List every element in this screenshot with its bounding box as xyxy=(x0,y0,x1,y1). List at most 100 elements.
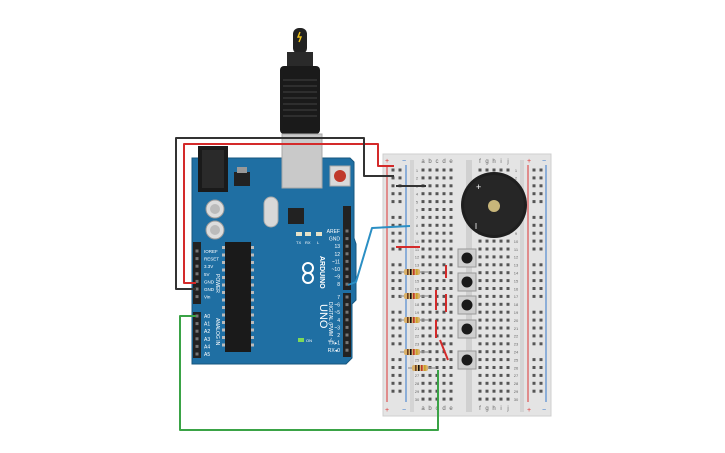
row-number-right: 15 xyxy=(514,278,519,283)
column-label: j xyxy=(506,159,508,165)
rail-plus-label-bottom: + xyxy=(385,407,389,414)
row-number-right: 22 xyxy=(514,334,519,339)
row-number: 28 xyxy=(415,381,420,386)
power-pin-label: GND xyxy=(204,287,215,292)
column-label: c xyxy=(436,159,439,165)
row-number: 21 xyxy=(415,326,420,331)
row-number: 1 xyxy=(416,168,419,173)
rail-plus-label-bottom-right: + xyxy=(527,407,531,414)
row-number-right: 18 xyxy=(514,302,519,307)
row-number-right: 11 xyxy=(514,247,519,252)
arduino-model: UNO xyxy=(317,304,329,329)
row-number-right: 10 xyxy=(514,239,519,244)
row-number: 10 xyxy=(415,239,420,244)
row-number: 11 xyxy=(415,247,420,252)
wire-analog-a0 xyxy=(179,315,439,431)
on-led xyxy=(298,338,304,342)
row-number: 6 xyxy=(416,207,419,212)
wire-gnd xyxy=(175,137,394,290)
power-pin-label: RESET xyxy=(204,257,219,262)
row-number: 9 xyxy=(416,231,419,236)
usb-cable xyxy=(280,28,320,134)
analog-pin-label: A1 xyxy=(204,322,210,328)
column-label-bottom: b xyxy=(428,406,432,412)
atmega-chip xyxy=(225,242,251,352)
row-number: 25 xyxy=(415,357,420,362)
digital-pin-label: 12 xyxy=(334,252,340,258)
power-header-title: POWER xyxy=(214,274,220,293)
push-button[interactable] xyxy=(457,295,477,315)
digital-pin-label: ~6 xyxy=(334,303,340,309)
row-number-right: 17 xyxy=(514,294,519,299)
on-label: ON xyxy=(306,338,312,343)
column-label: g xyxy=(485,159,488,165)
usb-socket xyxy=(281,133,323,189)
arduino-brand: ARDUINO xyxy=(318,256,325,289)
row-number: 23 xyxy=(415,342,420,347)
push-button[interactable] xyxy=(457,319,477,339)
digital-pin-label: 4 xyxy=(337,318,340,324)
column-label: h xyxy=(492,159,495,165)
analog-pin-label: A3 xyxy=(204,337,210,343)
row-number: 27 xyxy=(415,373,420,378)
digital-header-title: DIGITAL (PWM ~) xyxy=(327,302,333,342)
row-number-right: 9 xyxy=(515,231,518,236)
usb-plug xyxy=(280,66,320,134)
row-number-right: 16 xyxy=(514,286,519,291)
resistor xyxy=(400,293,428,299)
row-number: 13 xyxy=(415,263,420,268)
column-label-bottom: d xyxy=(442,406,445,412)
row-number: 30 xyxy=(415,397,420,402)
row-number-right: 20 xyxy=(514,318,519,323)
row-number-right: 29 xyxy=(514,389,519,394)
power-pin-label: 3.3V xyxy=(204,264,213,269)
column-label: i xyxy=(500,159,501,165)
wires xyxy=(175,137,439,431)
row-number-right: 14 xyxy=(514,271,519,276)
column-label: b xyxy=(428,159,432,165)
row-number: 16 xyxy=(415,286,420,291)
rail-minus-label: − xyxy=(402,158,406,165)
column-label-bottom: i xyxy=(500,406,501,412)
resistors xyxy=(400,269,436,371)
analog-pin-label: A2 xyxy=(204,329,210,335)
row-number: 15 xyxy=(415,278,420,283)
usb-controller-chip xyxy=(288,208,304,224)
digital-pin-label: 13 xyxy=(334,244,340,250)
resistor xyxy=(400,317,428,323)
column-label-bottom: f xyxy=(479,406,481,412)
power-pin-label: GND xyxy=(204,279,215,284)
digital-pin-label: 8 xyxy=(337,282,340,288)
crystal-oscillator xyxy=(263,196,279,228)
wire-signal-pin8 xyxy=(347,225,411,286)
row-number-right: 12 xyxy=(514,255,519,260)
piezo-buzzer: + xyxy=(461,172,527,238)
analog-pin-label: A4 xyxy=(204,344,210,350)
column-label: e xyxy=(449,159,453,165)
row-number: 19 xyxy=(415,310,420,315)
row-number: 4 xyxy=(416,192,419,197)
rail-minus-label-bottom-right: − xyxy=(542,407,546,414)
row-number-right: 25 xyxy=(514,357,519,362)
row-number-right: 23 xyxy=(514,342,519,347)
arduino-logo-icon xyxy=(302,262,314,284)
column-label-bottom: g xyxy=(485,406,488,412)
push-button[interactable] xyxy=(457,272,477,292)
push-button[interactable] xyxy=(457,350,477,370)
tx-label: TX xyxy=(296,240,301,245)
push-button[interactable] xyxy=(457,248,477,268)
digital-pin-label: ~3 xyxy=(334,325,340,331)
digital-header-top xyxy=(343,206,351,290)
digital-pin-label: ~5 xyxy=(334,310,340,316)
row-number: 2 xyxy=(416,176,419,181)
digital-pin-label: GND xyxy=(329,237,341,243)
rail-minus-label-right: − xyxy=(542,158,546,165)
digital-header-bottom xyxy=(343,293,351,357)
row-number-right: 21 xyxy=(514,326,519,331)
resistor xyxy=(400,349,428,355)
row-number-right: 19 xyxy=(514,310,519,315)
digital-pin-label: ~9 xyxy=(334,275,340,281)
